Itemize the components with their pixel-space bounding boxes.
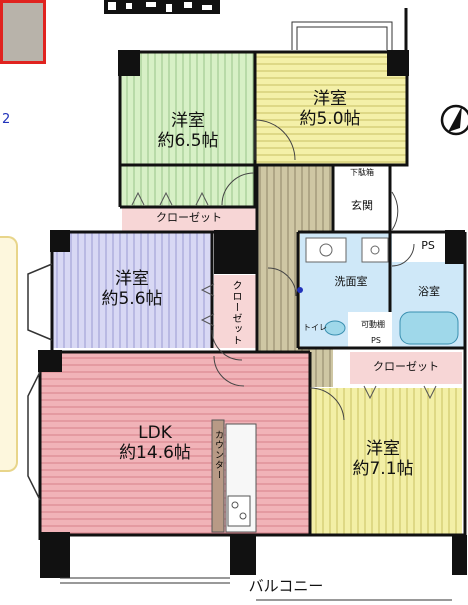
room-western-7-1-fill — [310, 388, 462, 535]
room-size: 約14.6帖 — [119, 442, 191, 463]
room-name: 洋室 — [313, 89, 347, 109]
upper-balcony-rail — [291, 8, 408, 50]
washroom-marker — [297, 287, 303, 293]
room-western-5-6: 洋室 約5.6帖 — [82, 269, 182, 309]
closet-right-fill — [350, 352, 462, 384]
ps-bottom-label: PS — [371, 336, 381, 345]
ldk-bay-window — [27, 371, 41, 501]
room-ldk: LDK 約14.6帖 — [100, 423, 210, 463]
closet-vertical-fill — [214, 275, 258, 348]
washing-machine — [361, 237, 389, 263]
room-name: 洋室 — [115, 269, 149, 289]
movable-shelf-label: 可動棚 — [361, 320, 385, 329]
closet-folding-doors — [131, 191, 437, 400]
closet-top-fill — [122, 207, 257, 231]
cropped-side-panel — [0, 236, 18, 472]
toilet-label: トイレ — [303, 323, 327, 332]
structural-pillars — [38, 50, 467, 578]
room-name: 洋室 — [366, 439, 400, 459]
room-ldk-fill — [40, 352, 310, 535]
washbasin — [305, 237, 347, 263]
north-compass-icon — [440, 104, 468, 136]
room-western-7-1: 洋室 約7.1帖 — [328, 439, 438, 479]
room-size: 約5.6帖 — [101, 288, 163, 309]
ps-top-label: PS — [421, 239, 435, 252]
room-name: 洋室 — [171, 111, 205, 131]
room-western-5-0-fill — [255, 52, 407, 164]
room-size: 約7.1帖 — [352, 458, 414, 479]
cropped-blue-mark: 2 — [2, 112, 11, 127]
balcony-label: バルコニー — [248, 577, 324, 595]
room-western-6-5: 洋室 約6.5帖 — [138, 111, 238, 151]
bathtub — [399, 311, 459, 345]
shoe-box-label: 下駄箱 — [350, 168, 374, 177]
room-western-5-0: 洋室 約5.0帖 — [280, 89, 380, 129]
bathroom-label: 浴室 — [418, 285, 440, 298]
closet-top-label: クローゼット — [156, 211, 222, 224]
room-size: 約6.5帖 — [157, 130, 219, 151]
toilet-fixture — [324, 320, 346, 336]
closet-vertical-label: クローゼット — [230, 280, 241, 346]
room-size: 約5.0帖 — [299, 108, 361, 129]
counter-label: カウンター — [213, 430, 223, 480]
cropped-photo-thumbnail — [0, 0, 46, 64]
washroom-label: 洗面室 — [334, 275, 368, 288]
door-swings — [211, 119, 415, 421]
cropped-qr-fragment — [104, 0, 220, 14]
lower-balcony-rail — [60, 577, 452, 601]
western-5-6-bay-window — [27, 263, 53, 341]
kitchen-counter — [211, 419, 257, 533]
closet-right-label: クローゼット — [373, 360, 439, 373]
room-western-5-6-fill — [52, 232, 212, 348]
entrance-fill — [334, 165, 390, 227]
entrance-label: 玄関 — [351, 199, 373, 212]
room-name: LDK — [138, 423, 172, 443]
